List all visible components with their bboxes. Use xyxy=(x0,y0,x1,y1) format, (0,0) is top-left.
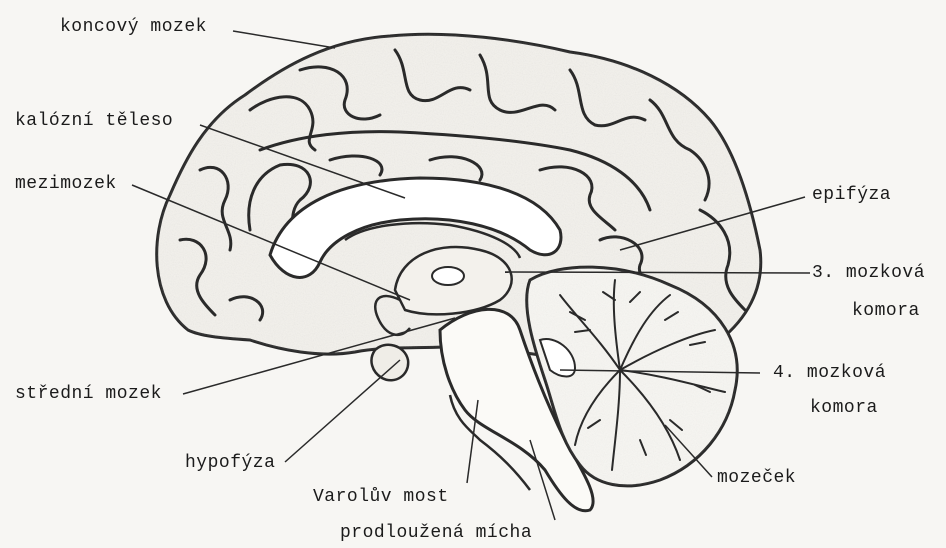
label-epiphysis: epifýza xyxy=(812,184,891,206)
label-medulla: prodloužená mícha xyxy=(340,522,532,544)
label-fourth-ventricle-line2: komora xyxy=(810,397,878,419)
label-third-ventricle-line1: 3. mozková xyxy=(812,262,925,284)
label-fourth-ventricle-line1: 4. mozková xyxy=(773,362,886,384)
label-third-ventricle-line2: komora xyxy=(852,300,920,322)
label-cerebellum: mozeček xyxy=(717,467,796,489)
label-hypophysis: hypofýza xyxy=(185,452,275,474)
label-midbrain: střední mozek xyxy=(15,383,162,405)
label-pons: Varolův most xyxy=(313,486,449,508)
label-diencephalon: mezimozek xyxy=(15,173,117,195)
label-telencephalon: koncový mozek xyxy=(60,16,207,38)
pituitary-shape xyxy=(371,345,408,380)
thalamus-adhesion xyxy=(432,267,464,285)
label-corpus-callosum: kalózní těleso xyxy=(15,110,173,132)
